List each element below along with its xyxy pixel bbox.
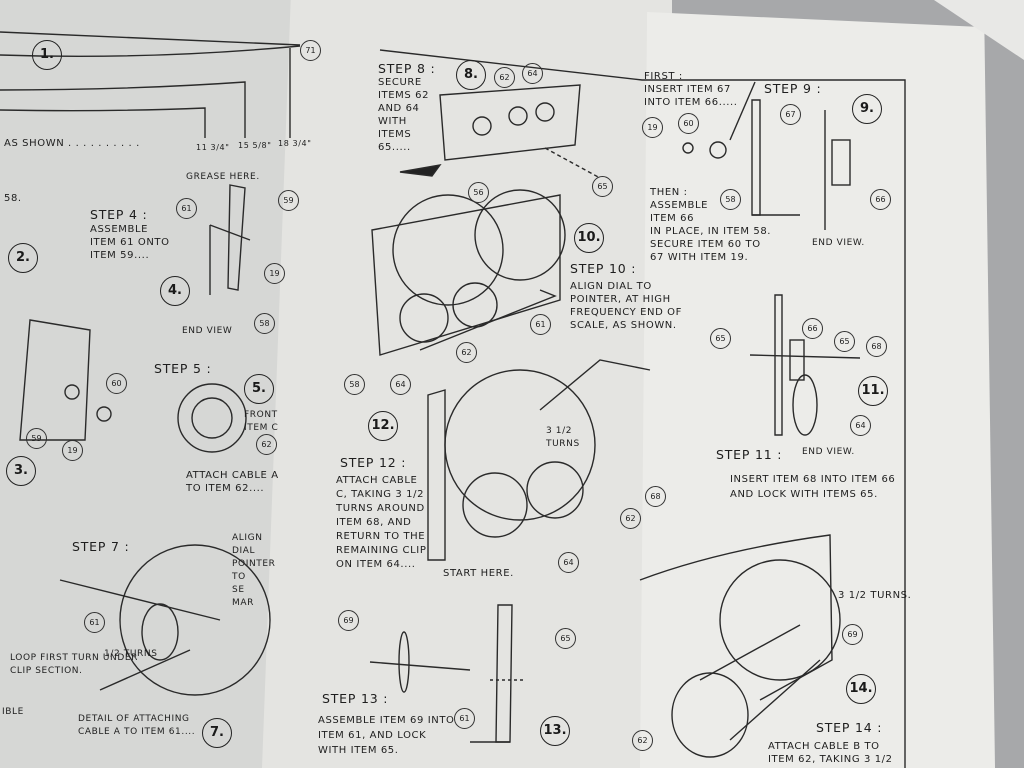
item-callout: 58 (720, 189, 741, 210)
item-callout: 69 (842, 624, 863, 645)
item-callout: 61 (530, 314, 551, 335)
figure-number: 7. (202, 718, 232, 748)
figure-number: 3. (6, 456, 36, 486)
item-callout: 56 (468, 182, 489, 203)
dimension-1: 11 3/4" (196, 143, 230, 152)
step-9-title: STEP 9 : (764, 81, 822, 96)
figure-number: 5. (244, 374, 274, 404)
item-callout: 69 (338, 610, 359, 631)
step-7-title: STEP 7 : (72, 539, 130, 554)
frame-line-left-top (0, 31, 301, 46)
attach-cable-a: ATTACH CABLE A TO ITEM 62.... (186, 470, 279, 494)
figure-number: 8. (456, 60, 486, 90)
item-callout: 65 (710, 328, 731, 349)
figure-number: 10. (574, 223, 604, 253)
item-callout: 64 (522, 63, 543, 84)
figure-number: 2. (8, 243, 38, 273)
end-view-label: END VIEW (182, 326, 233, 336)
cable-line-3 (0, 107, 206, 138)
step-5-title: STEP 5 : (154, 361, 212, 376)
figure-number: 14. (846, 674, 876, 704)
step-10-text: ALIGN DIAL TO POINTER, AT HIGH FREQUENCY… (570, 281, 683, 331)
step-12-title: STEP 12 : (340, 455, 407, 470)
item-callout: 62 (494, 67, 515, 88)
step-9-first-text: FIRST : INSERT ITEM 67 INTO ITEM 66..... (644, 71, 738, 108)
frame-line-top (379, 49, 906, 768)
item-callout: 64 (850, 415, 871, 436)
item-callout: 62 (456, 342, 477, 363)
item-callout: 19 (642, 117, 663, 138)
item-callout: 58 (344, 374, 365, 395)
step-14-text: ATTACH CABLE B TO ITEM 62, TAKING 3 1/2 (768, 741, 893, 765)
grease-label: GREASE HERE. (186, 172, 260, 182)
figure-number: 9. (852, 94, 882, 124)
loop-first-turn: LOOP FIRST TURN UNDER CLIP SECTION. (10, 653, 139, 676)
dimension-2: 15 5/8" (238, 141, 272, 150)
item-callout: 65 (834, 331, 855, 352)
step-8-title: STEP 8 : (378, 61, 436, 76)
figure-number: 11. (858, 376, 888, 406)
step-14-title: STEP 14 : (816, 720, 883, 735)
right-page (640, 12, 995, 768)
start-here-label: START HERE. (443, 568, 514, 579)
item-58-fragment: 58. (4, 193, 22, 204)
middle-page (262, 0, 672, 768)
step-13-title: STEP 13 : (322, 691, 389, 706)
item-callout: 61 (454, 708, 475, 729)
step-11-title: STEP 11 : (716, 447, 783, 462)
item-callout: 61 (84, 612, 105, 633)
item-callout: 60 (106, 373, 127, 394)
ible-fragment: IBLE (2, 707, 24, 717)
front-label: FRONT ITEM C (244, 410, 279, 433)
step-10-title: STEP 10 : (570, 261, 637, 276)
step-4-title: STEP 4 : (90, 207, 148, 222)
step-4-text: ASSEMBLE ITEM 61 ONTO ITEM 59.... (90, 224, 170, 261)
dimension-3: 18 3/4" (278, 139, 312, 148)
item-callout: 62 (632, 730, 653, 751)
item-callout: 58 (254, 313, 275, 334)
step-9-then-text: THEN : ASSEMBLE ITEM 66 IN PLACE, IN ITE… (650, 187, 772, 263)
item-callout: 61 (176, 198, 197, 219)
item-callout: 65 (555, 628, 576, 649)
step-11-text: INSERT ITEM 68 INTO ITEM 66 AND LOCK WIT… (730, 474, 896, 500)
figure-number: 4. (160, 276, 190, 306)
step-13-text: ASSEMBLE ITEM 69 INTO ITEM 61, AND LOCK … (318, 715, 455, 756)
item-callout: 64 (390, 374, 411, 395)
item-callout: 71 (300, 40, 321, 61)
item-callout: 62 (620, 508, 641, 529)
item-callout: 59 (26, 428, 47, 449)
item-callout: 19 (264, 263, 285, 284)
figure-number: 13. (540, 716, 570, 746)
item-callout: 59 (278, 190, 299, 211)
item-callout: 62 (256, 434, 277, 455)
figure-number: 1. (32, 40, 62, 70)
as-shown-label: AS SHOWN . . . . . . . . . . (4, 138, 140, 149)
align-dial-label: ALIGN DIAL POINTER TO SE MAR (232, 533, 276, 608)
end-view-label-2: END VIEW. (802, 447, 855, 457)
step-8-text: SECURE ITEMS 62 AND 64 WITH ITEMS 65....… (378, 77, 430, 153)
item-callout: 65 (592, 176, 613, 197)
item-callout: 67 (780, 104, 801, 125)
half-turns-label: 1/2 TURNS (104, 649, 158, 659)
end-view-label-1: END VIEW. (812, 238, 865, 248)
item-callout: 68 (645, 486, 666, 507)
item-callout: 64 (558, 552, 579, 573)
step-12-text: ATTACH CABLE C, TAKING 3 1/2 TURNS AROUN… (336, 475, 427, 570)
step-14-turns: 3 1/2 TURNS. (838, 590, 912, 601)
item-callout: 66 (870, 189, 891, 210)
step-12-turns: 3 1/2 TURNS (546, 426, 580, 449)
cable-line-2 (0, 81, 246, 138)
item-callout: 19 (62, 440, 83, 461)
item-callout: 66 (802, 318, 823, 339)
item-callout: 60 (678, 113, 699, 134)
figure-number: 12. (368, 411, 398, 441)
item-callout: 68 (866, 336, 887, 357)
detail-of-attaching: DETAIL OF ATTACHING CABLE A TO ITEM 61..… (78, 714, 196, 737)
